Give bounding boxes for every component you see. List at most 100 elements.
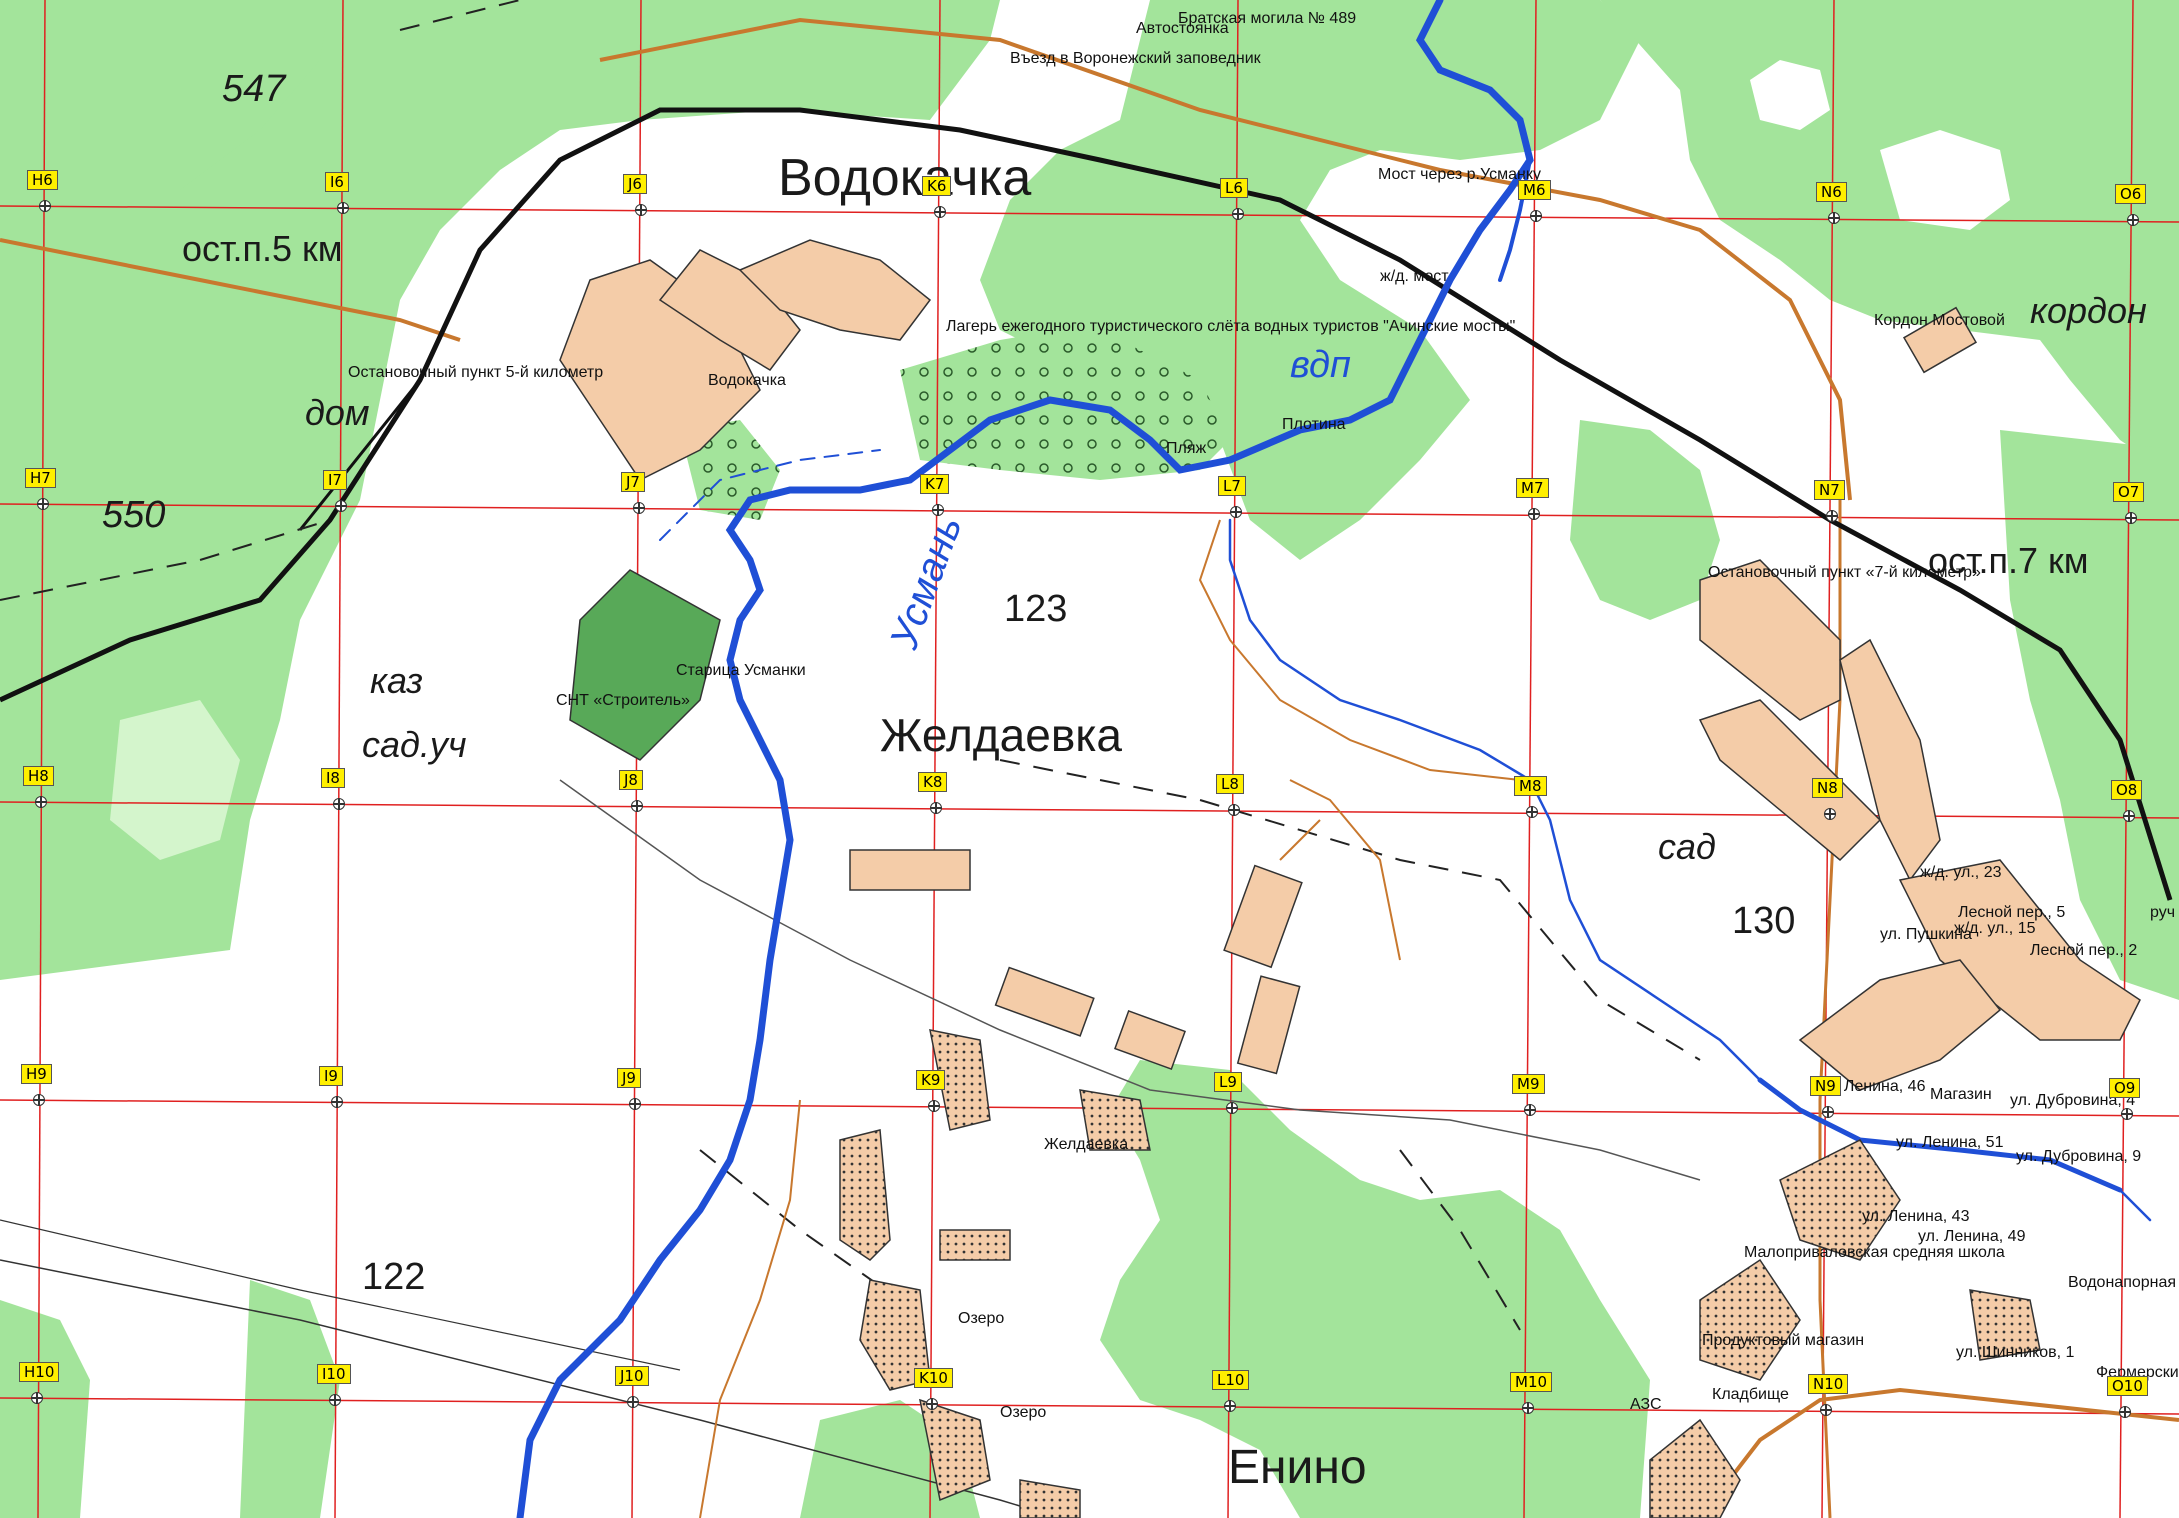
label-saduch: сад.уч (362, 724, 467, 765)
label-vdp: вдп (1290, 344, 1351, 386)
grid-crosshair-icon (31, 1392, 43, 1404)
grid-label-n10: N10 (1808, 1374, 1849, 1394)
poi-vodokachka: Водокачка (708, 372, 786, 389)
grid-label-l7: L7 (1218, 476, 1246, 496)
grid-label-h9: H9 (21, 1064, 52, 1084)
grid-label-n6: N6 (1816, 182, 1847, 202)
label-547: 547 (222, 68, 286, 110)
poi-vodonapornaya: Водонапорная (2068, 1274, 2177, 1291)
poi-avtostoyanka: Автостоянка (1136, 20, 1229, 37)
buildings (559, 239, 2141, 1518)
grid-crosshair-icon (329, 1394, 341, 1406)
grid-label-m8: M8 (1514, 776, 1547, 796)
river (516, 0, 2152, 1518)
poi-ozero-2: Озеро (1000, 1404, 1047, 1421)
grid-label-h6: H6 (27, 170, 58, 190)
label-kaz: каз (370, 660, 423, 701)
grid-crosshair-icon (627, 1396, 639, 1408)
poi-zhd-15: ж/д. ул., 15 (1954, 920, 2036, 937)
poi-plyazh: Пляж (1166, 440, 1207, 457)
poi-plotina: Плотина (1282, 416, 1346, 433)
grid-crosshair-icon (37, 498, 49, 510)
poi-snt: СНТ «Строитель» (556, 692, 690, 709)
poi-azs: АЗС (1630, 1396, 1662, 1413)
grid-crosshair-icon (1526, 806, 1538, 818)
grid-crosshair-icon (635, 204, 647, 216)
grid-label-m10: M10 (1510, 1372, 1553, 1392)
label-vodokachka: Водокачка (778, 149, 1032, 207)
grid-label-k10: K10 (914, 1368, 953, 1388)
poi-ostanovka-5km: Остановочный пункт 5-й километр (348, 364, 604, 381)
grid-crosshair-icon (934, 206, 946, 218)
label-zheldaevka: Желдаевка (880, 709, 1122, 761)
grid-crosshair-icon (1826, 510, 1838, 522)
grid-crosshair-icon (33, 1094, 45, 1106)
poi-dubrovina-9: ул. Дубровина, 9 (2016, 1148, 2142, 1165)
grid-label-m9: M9 (1512, 1074, 1545, 1094)
grid-label-j7: J7 (621, 472, 645, 492)
grid-label-m6: M6 (1518, 180, 1551, 200)
grid-label-k7: K7 (920, 474, 950, 494)
grid-crosshair-icon (1828, 212, 1840, 224)
grid-label-l9: L9 (1214, 1072, 1242, 1092)
grid-label-k8: K8 (918, 772, 948, 792)
grid-label-j9: J9 (617, 1068, 641, 1088)
grid-label-i8: I8 (321, 768, 345, 788)
grid-crosshair-icon (2119, 1406, 2131, 1418)
grid-crosshair-icon (333, 798, 345, 810)
label-dom: дом (305, 392, 370, 433)
railway (0, 107, 2173, 901)
grid-label-j10: J10 (615, 1366, 649, 1386)
grid-label-l6: L6 (1220, 178, 1248, 198)
poi-kladbische: Кладбище (1712, 1386, 1789, 1403)
poi-most-usmanka: Мост через р.Усманку (1378, 166, 1541, 183)
grid-crosshair-icon (1824, 808, 1836, 820)
poi-shkola: Малоприваловская средняя школа (1744, 1244, 2005, 1261)
poi-ozero-1: Озеро (958, 1310, 1005, 1327)
label-123: 123 (1004, 588, 1068, 630)
grid-crosshair-icon (932, 504, 944, 516)
poi-lenina-43: ул. Ленина, 43 (1862, 1208, 1970, 1225)
grid-label-l10: L10 (1212, 1370, 1250, 1390)
poi-kordon-mostovoy: Кордон Мостовой (1874, 312, 2005, 329)
grid-crosshair-icon (1820, 1404, 1832, 1416)
grid-label-k9: K9 (916, 1070, 946, 1090)
grid-label-k6: K6 (922, 176, 952, 196)
grid-crosshair-icon (1522, 1402, 1534, 1414)
label-550: 550 (102, 494, 166, 536)
grid-label-n8: N8 (1812, 778, 1843, 798)
poi-lager: Лагерь ежегодного туристического слёта в… (946, 318, 1516, 335)
label-kordon: кордон (2030, 290, 2147, 331)
grid-crosshair-icon (331, 1096, 343, 1108)
grid-crosshair-icon (1224, 1400, 1236, 1412)
label-ost7: ост.п.7 км (1928, 540, 2089, 581)
grid-label-j6: J6 (623, 174, 647, 194)
poi-zhd-most: ж/д. мост (1380, 268, 1449, 285)
grid-crosshair-icon (1524, 1104, 1536, 1116)
grid-label-j8: J8 (619, 770, 643, 790)
embankments (699, 519, 1521, 1518)
poi-bratskaya-mogila: Братская могила № 489 (1178, 10, 1357, 27)
grid-crosshair-icon (1226, 1102, 1238, 1114)
label-ost5: ост.п.5 км (182, 228, 343, 269)
grid-label-i7: I7 (323, 470, 347, 490)
grid-label-o6: O6 (2115, 184, 2147, 204)
poi-zheldaevka: Желдаевка (1044, 1136, 1129, 1153)
poi-lenina-46: ул. Ленина, 46 (1818, 1078, 1926, 1095)
poi-lesnoy-2: Лесной пер., 2 (2030, 942, 2138, 959)
grid-crosshair-icon (629, 1098, 641, 1110)
grid-label-n7: N7 (1814, 480, 1845, 500)
poi-ruch: руч (2150, 904, 2176, 921)
grid-label-h7: H7 (25, 468, 56, 488)
poi-vezd-zapovednik: Въезд в Воронежский заповедник (1010, 50, 1261, 67)
label-122: 122 (362, 1256, 426, 1298)
poi-magazin: Магазин (1930, 1086, 1992, 1103)
grid-label-h8: H8 (23, 766, 54, 786)
grid-crosshair-icon (1232, 208, 1244, 220)
grid-crosshair-icon (1530, 210, 1542, 222)
grid-label-n9: N9 (1810, 1076, 1841, 1096)
label-enino: Енино (1228, 1441, 1367, 1494)
grid-label-o10: O10 (2107, 1376, 2148, 1396)
label-sad: сад (1658, 826, 1716, 867)
